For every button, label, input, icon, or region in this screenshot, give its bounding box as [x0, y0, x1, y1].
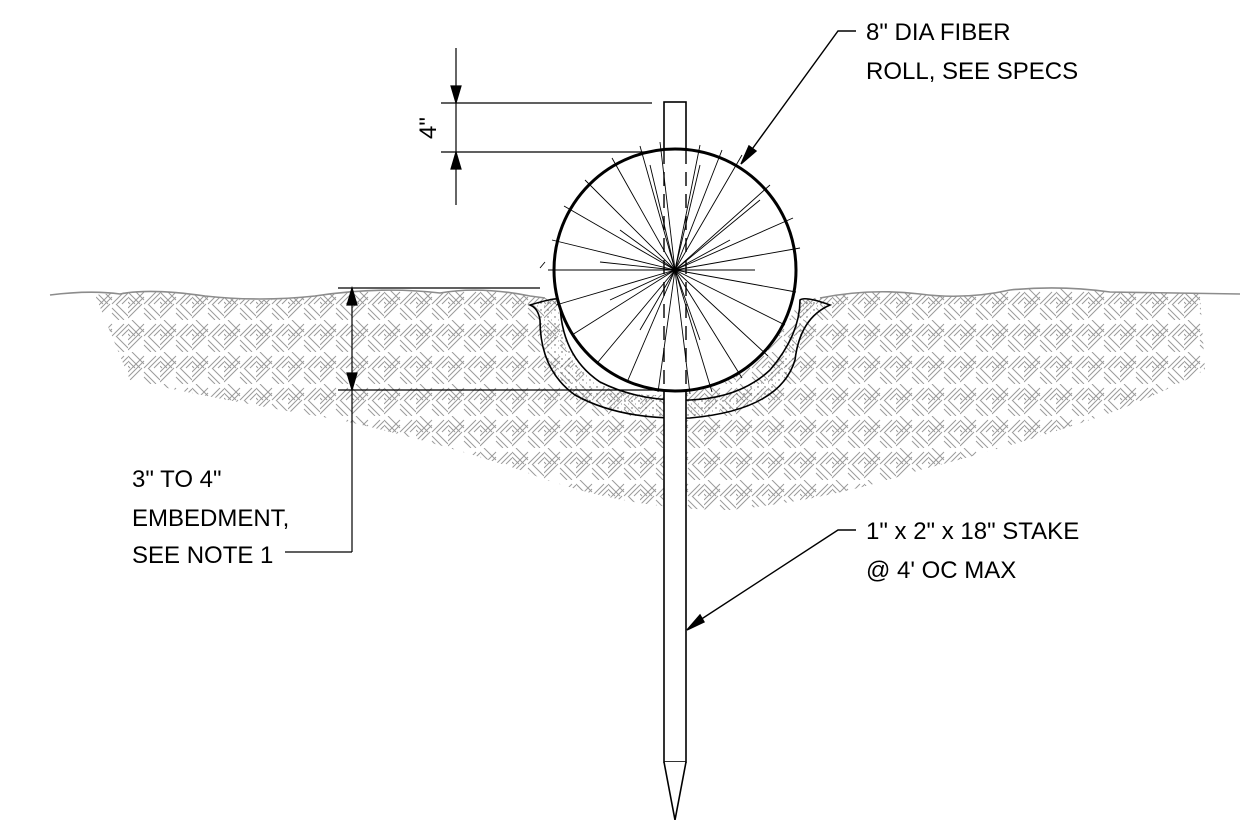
stake-label-line1: 1" x 2" x 18" STAKE [866, 518, 1079, 545]
stake-label-line2: @ 4' OC MAX [866, 557, 1016, 584]
roll-label-line1: 8" DIA FIBER [866, 19, 1011, 46]
trench-backfill [527, 298, 833, 419]
embedment-dimension [285, 285, 662, 553]
roll-label-line2: ROLL, SEE SPECS [866, 58, 1078, 85]
embed-label-line2: EMBEDMENT, [132, 505, 289, 532]
stake-leader [686, 529, 856, 631]
dim-top-label: 4" [415, 117, 442, 139]
roll-leader [740, 30, 856, 165]
embed-label-line3: SEE NOTE 1 [132, 542, 273, 569]
ground-surface-line [49, 287, 1240, 300]
fiber-roll [539, 141, 801, 395]
top-dimension [441, 48, 652, 205]
embed-label-line1: 3" TO 4" [132, 466, 222, 493]
